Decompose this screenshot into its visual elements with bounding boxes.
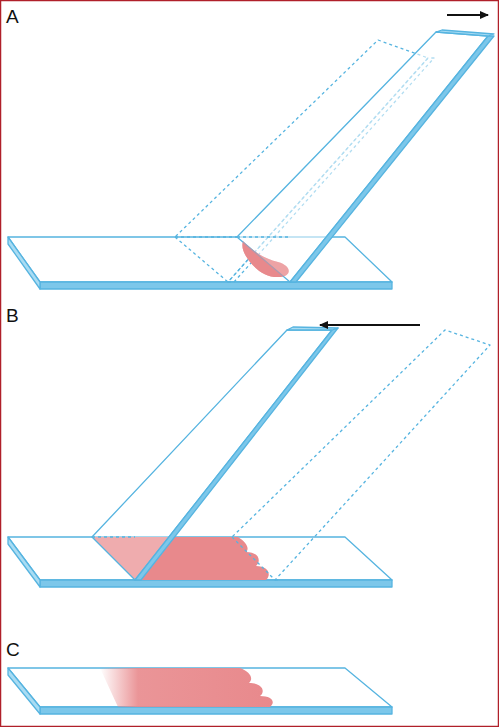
direction-arrow: [320, 324, 420, 326]
panel-letter: A: [6, 7, 19, 26]
panel-c-drawing: [8, 668, 392, 714]
panel-letter: B: [6, 306, 19, 325]
direction-arrow: [447, 14, 488, 16]
panel-a-drawing: [8, 30, 494, 289]
panel-letter: C: [6, 640, 20, 659]
panel-b-drawing: [8, 327, 490, 587]
